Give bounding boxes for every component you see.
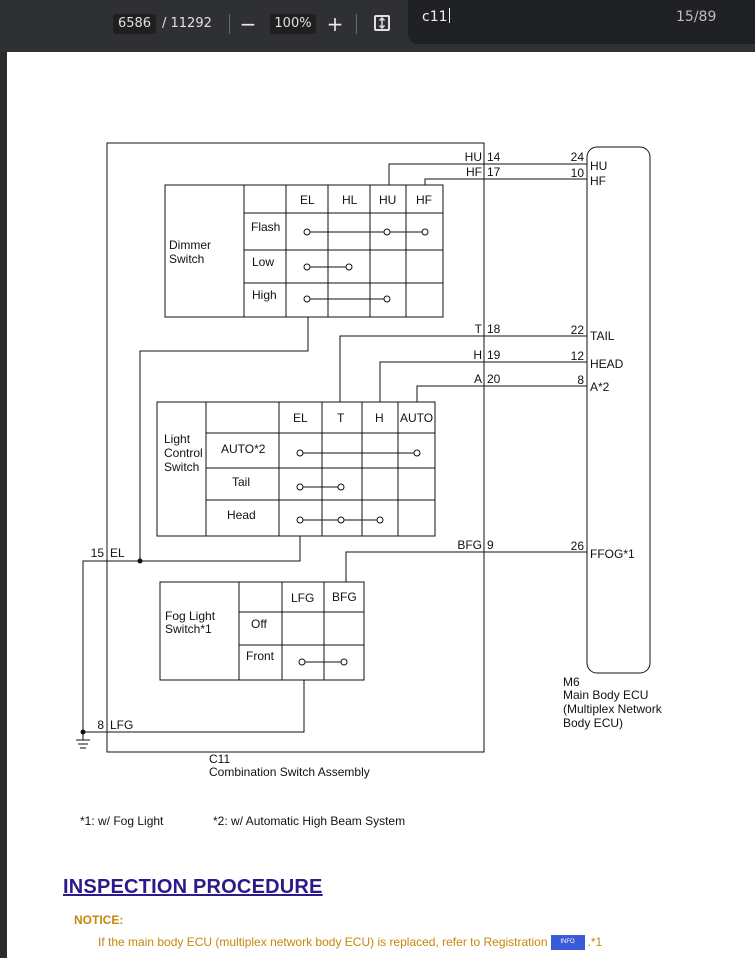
find-bar: c11 15/89 xyxy=(408,0,755,44)
c11-pin-num: 18 xyxy=(487,322,501,336)
table-header: EL xyxy=(293,411,308,425)
c11-pin-name: HU xyxy=(465,150,482,164)
fog-label: Switch*1 xyxy=(165,622,212,636)
m6-pin-name: FFOG*1 xyxy=(590,547,635,561)
m6-pin-num: 22 xyxy=(571,323,585,337)
page-number-input[interactable]: 6586 xyxy=(113,14,156,34)
m6-pin-num: 26 xyxy=(571,539,585,553)
footnote: *1: w/ Fog Light xyxy=(80,814,164,828)
info-link[interactable]: INFO xyxy=(550,935,585,951)
fit-page-button[interactable] xyxy=(370,11,394,35)
notice-text: If the main body ECU (multiplex network … xyxy=(98,935,603,951)
left-pin-num: 15 xyxy=(91,546,105,560)
table-header: LFG xyxy=(291,591,314,605)
row-label: Low xyxy=(252,255,274,269)
c11-pin-name: T xyxy=(475,322,483,336)
m6-pin-num: 8 xyxy=(577,373,584,387)
footnote: *2: w/ Automatic High Beam System xyxy=(213,814,405,828)
dimmer-label: Switch xyxy=(169,252,204,266)
m6-ecu-box xyxy=(586,146,651,674)
row-label: AUTO*2 xyxy=(221,442,266,456)
wiring-diagram: Dimmer Switch EL HL HU HF Flash Low High… xyxy=(76,142,663,828)
find-input[interactable]: c11 xyxy=(422,8,450,25)
zoom-in-button[interactable]: + xyxy=(323,12,347,36)
c11-label: Combination Switch Assembly xyxy=(209,765,370,779)
m6-label: (Multiplex Network xyxy=(563,702,663,716)
m6-pin-num: 12 xyxy=(571,349,585,363)
m6-pin-num: 24 xyxy=(571,150,585,164)
table-header: EL xyxy=(300,193,315,207)
find-match-count: 15/89 xyxy=(676,9,717,25)
fit-page-icon xyxy=(374,15,390,31)
table-header: AUTO xyxy=(400,411,433,425)
light-label: Control xyxy=(164,446,203,460)
pdf-page: Dimmer Switch EL HL HU HF Flash Low High… xyxy=(7,52,755,958)
m6-label: Main Body ECU xyxy=(563,688,648,702)
toolbar-divider xyxy=(229,14,230,34)
m6-pin-name: HEAD xyxy=(590,357,624,371)
c11-pin-name: BFG xyxy=(457,538,482,552)
row-label: Head xyxy=(227,508,256,522)
table-header: HF xyxy=(416,193,432,207)
notice-label: NOTICE: xyxy=(74,913,124,927)
minus-icon: − xyxy=(239,12,257,36)
c11-pin-num: 20 xyxy=(487,372,501,386)
light-label: Switch xyxy=(164,460,199,474)
m6-pin-name: HU xyxy=(590,159,607,173)
section-heading: INSPECTION PROCEDURE xyxy=(63,876,323,898)
table-header: HL xyxy=(342,193,358,207)
c11-label: C11 xyxy=(209,752,230,766)
row-label: High xyxy=(252,288,277,302)
row-label: Flash xyxy=(251,220,280,234)
m6-pin-name: TAIL xyxy=(590,329,615,343)
m6-label: M6 xyxy=(563,675,580,689)
c11-pin-name: H xyxy=(473,348,482,362)
m6-pin-name: A*2 xyxy=(590,380,610,394)
text-caret xyxy=(448,8,450,23)
find-query-text: c11 xyxy=(422,9,448,25)
c11-pin-num: 19 xyxy=(487,348,501,362)
row-label: Tail xyxy=(232,475,250,489)
left-pin-name: LFG xyxy=(110,718,133,732)
notice-body: If the main body ECU (multiplex network … xyxy=(98,935,548,949)
left-pin-num: 8 xyxy=(97,718,104,732)
zoom-level-input[interactable]: 100% xyxy=(270,14,316,34)
c11-pin-name: HF xyxy=(466,165,482,179)
light-label: Light xyxy=(164,432,191,446)
c11-assembly-box xyxy=(106,142,485,753)
table-header: HU xyxy=(379,193,396,207)
page-total: / 11292 xyxy=(162,16,212,31)
plus-icon: + xyxy=(326,12,344,36)
c11-pin-num: 17 xyxy=(487,165,501,179)
table-header: T xyxy=(337,411,345,425)
table-header: BFG xyxy=(332,590,357,604)
table-header: H xyxy=(375,411,384,425)
m6-pin-name: HF xyxy=(590,174,606,188)
c11-pin-num: 14 xyxy=(487,150,501,164)
dimmer-label: Dimmer xyxy=(169,238,211,252)
m6-pin-num: 10 xyxy=(571,166,585,180)
zoom-out-button[interactable]: − xyxy=(236,12,260,36)
notice-suffix: .*1 xyxy=(587,935,603,949)
c11-pin-name: A xyxy=(474,372,482,386)
c11-pin-num: 9 xyxy=(487,538,494,552)
row-label: Front xyxy=(246,649,275,663)
row-label: Off xyxy=(251,617,267,631)
left-pin-name: EL xyxy=(110,546,125,560)
m6-label: Body ECU) xyxy=(563,716,623,730)
toolbar-divider xyxy=(356,14,357,34)
fog-label: Fog Light xyxy=(165,609,216,623)
